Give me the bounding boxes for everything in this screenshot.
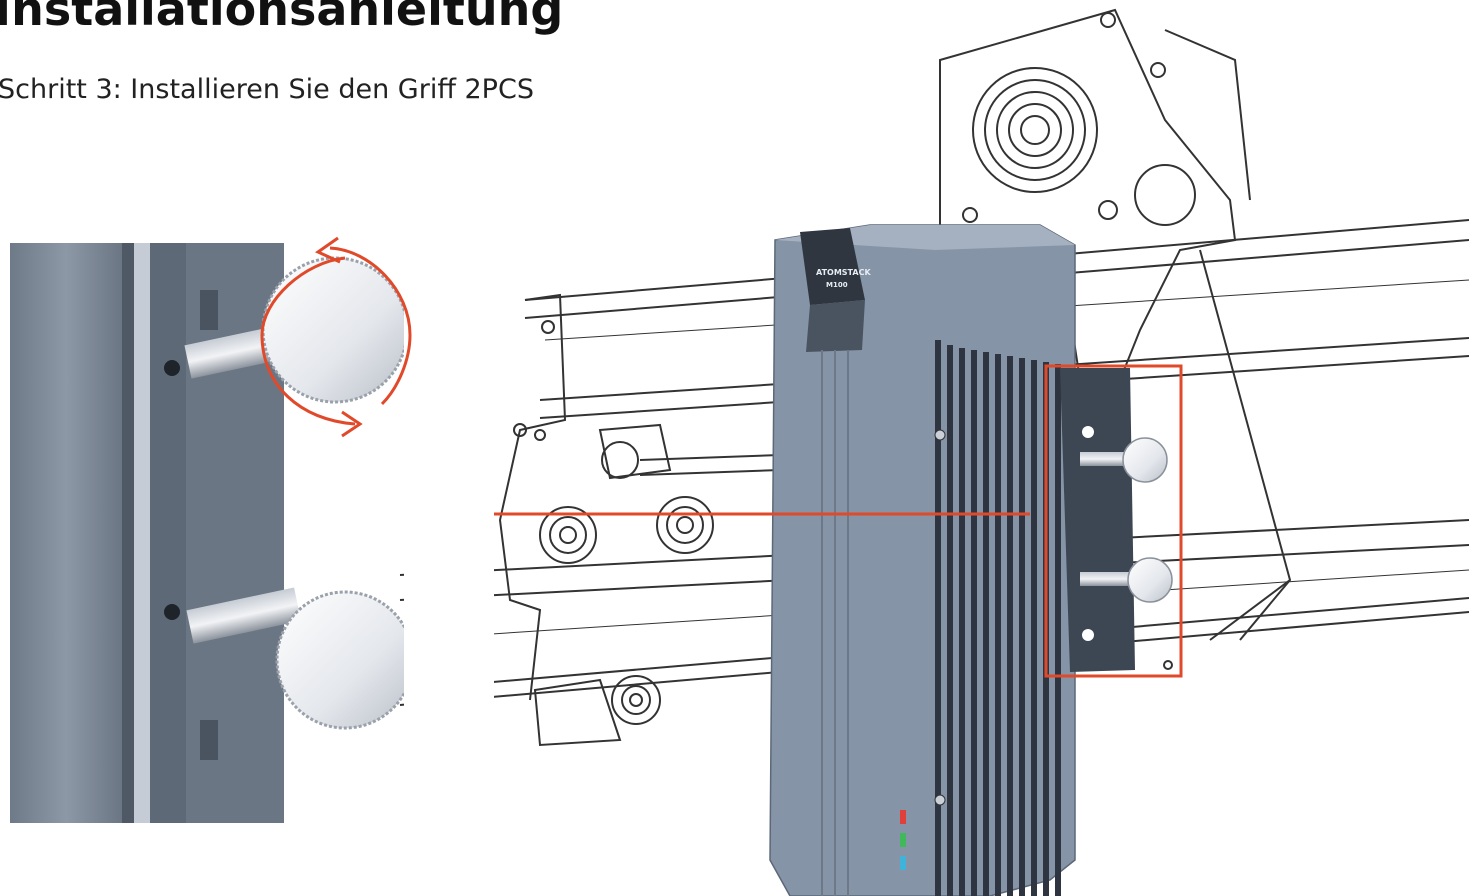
- step-instruction: Schritt 3: Installieren Sie den Griff 2P…: [0, 74, 534, 105]
- module-model-label: M100: [826, 281, 848, 289]
- laser-module: ATOMSTACK M100: [769, 224, 1173, 896]
- thumb-screw-upper-small: [1122, 437, 1168, 483]
- page-title: Installationsanleitung: [0, 0, 564, 36]
- closeup-detail: [10, 243, 415, 823]
- thumb-screw-lower-small: [1127, 557, 1173, 603]
- module-brand-label: ATOMSTACK: [816, 268, 871, 277]
- status-led-green: [900, 833, 906, 847]
- highlight-box: [1044, 364, 1183, 678]
- status-led-cyan: [900, 856, 906, 870]
- rotation-arrow: [260, 236, 412, 438]
- thumb-screw-upper: [261, 256, 409, 404]
- status-led-red: [900, 810, 906, 824]
- thumb-screw-lower: [275, 590, 415, 730]
